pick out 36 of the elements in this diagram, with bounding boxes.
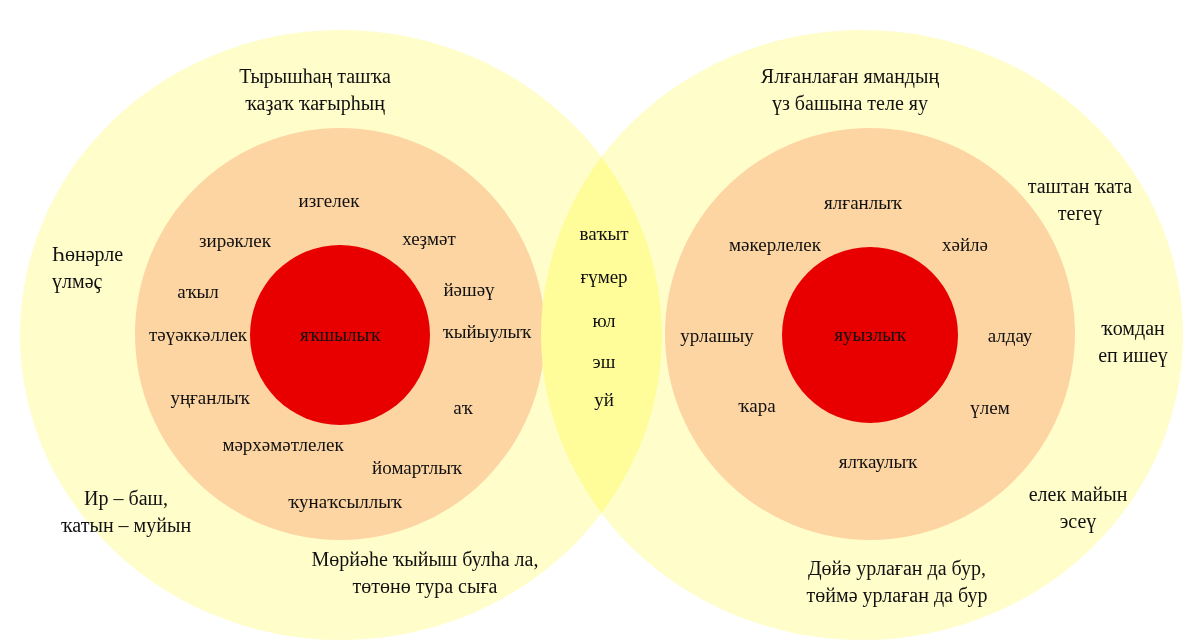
word-label: эш: [592, 350, 616, 375]
word-label: алдау: [987, 324, 1033, 349]
word-label: ҡара: [738, 394, 776, 419]
word-label: яуызлыҡ: [834, 323, 906, 348]
proverb-text: ҡомдан еп ишеү: [1097, 316, 1169, 369]
word-label: хәйлә: [942, 233, 988, 258]
word-label: тәүәккәллек: [148, 323, 248, 348]
word-label: ҡыйыулыҡ: [442, 320, 532, 345]
proverb-text: елек майын эсеү: [1027, 482, 1129, 535]
proverb-text: Һөнәрле үлмәҫ: [52, 242, 125, 295]
word-label: ҡунаҡсыллыҡ: [288, 490, 402, 515]
proverb-text: Дөйә урлаған да бур, төймә урлаған да бур: [805, 556, 989, 609]
word-label: уй: [594, 388, 614, 413]
word-label: аҡыл: [177, 280, 219, 305]
proverb-text: Ялғанлаған ямандың үз башына теле яу: [759, 64, 941, 117]
word-label: йомартлыҡ: [372, 456, 462, 481]
proverb-text: таштан ҡата тегеү: [1026, 174, 1134, 227]
word-label: ялҡаулыҡ: [838, 450, 918, 475]
word-label: юл: [592, 309, 616, 334]
word-label: аҡ: [453, 396, 473, 421]
proverb-text: Тырышһаң ташҡа ҡаҙаҡ ҡағырһың: [238, 64, 392, 117]
word-label: зирәклек: [199, 229, 271, 254]
word-label: хеҙмәт: [402, 227, 456, 252]
word-label: үлем: [970, 396, 1010, 421]
word-label: мәрхәмәтлелек: [222, 433, 344, 458]
word-label: яҡшылыҡ: [299, 323, 381, 348]
word-label: изгелек: [298, 189, 360, 214]
word-label: ялғанлыҡ: [824, 191, 902, 216]
word-label: ваҡыт: [579, 222, 629, 247]
word-label: уңғанлыҡ: [170, 386, 250, 411]
proverb-text: Мөрйәһе ҡыйыш булһа ла, төтөнө тура сыға: [310, 547, 540, 600]
word-label: мәкерлелек: [729, 233, 821, 258]
word-label: урлашыу: [680, 324, 754, 349]
word-label: ғүмер: [580, 265, 628, 290]
proverb-text: Ир – баш, ҡатын – муйын: [60, 486, 192, 539]
word-label: йәшәү: [443, 278, 495, 303]
